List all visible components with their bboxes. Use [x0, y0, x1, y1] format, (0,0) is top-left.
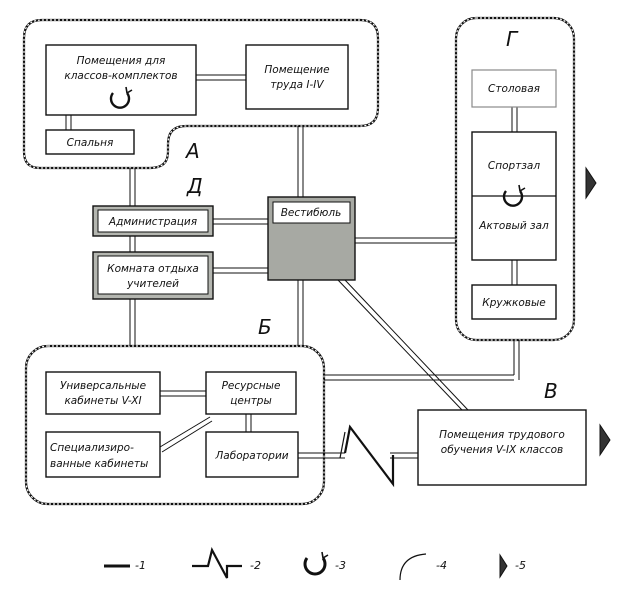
svg-text:-1: -1 [135, 559, 146, 572]
legend-item-circulation: -3 [303, 551, 346, 576]
svg-text:Администрация: Администрация [108, 216, 197, 228]
svg-text:-5: -5 [515, 559, 526, 572]
room-canteen: Столовая [471, 69, 557, 108]
svg-text:Универсальные: Универсальные [60, 380, 146, 392]
zone-a-outline [22, 18, 380, 170]
legend-item-corridor: -1 [104, 559, 146, 572]
svg-text:учителей: учителей [126, 278, 179, 290]
svg-text:Специализиро-: Специализиро- [50, 442, 134, 454]
zone-label-d: Д [186, 174, 203, 198]
svg-text:Лаборатории: Лаборатории [214, 450, 288, 462]
corridors [65, 74, 520, 459]
room-teachers: Комната отдыха учителей [92, 251, 214, 300]
legend-item-arc: -4 [399, 553, 447, 581]
zone-label-a: А [184, 139, 200, 163]
svg-text:труда I-IV: труда I-IV [270, 79, 324, 91]
room-class-complects: Помещения для классов-комплектов [45, 44, 197, 116]
svg-text:Комната отдыха: Комната отдыха [107, 263, 199, 275]
svg-text:Спортзал: Спортзал [488, 160, 540, 172]
room-gym-assembly: Спортзал Актовый зал [471, 131, 557, 261]
legend: -1 -2 -3 -4 -5 [104, 546, 526, 581]
zone-g-outline [454, 16, 576, 342]
room-labor-1-4: Помещение труда I-IV [245, 44, 349, 110]
zone-label-g: Г [506, 27, 519, 51]
room-vestibule: Вестибюль [267, 196, 356, 281]
svg-text:Кружковые: Кружковые [482, 297, 546, 309]
svg-text:кабинеты V-XI: кабинеты V-XI [64, 395, 141, 407]
transition-symbol [339, 424, 395, 488]
svg-text:Спальня: Спальня [67, 137, 114, 149]
room-laboratories: Лаборатории [205, 431, 299, 478]
room-clubs: Кружковые [471, 284, 557, 320]
svg-text:-2: -2 [250, 559, 261, 572]
circulation-icon [109, 86, 133, 109]
legend-item-transition: -2 [192, 546, 261, 579]
svg-text:Помещение: Помещение [264, 64, 329, 76]
room-administration: Администрация [92, 205, 214, 237]
zone-label-v: В [544, 379, 558, 403]
entrance-marker-icon [585, 166, 597, 200]
svg-text:Актовый зал: Актовый зал [478, 220, 549, 232]
room-bedroom: Спальня [45, 129, 135, 155]
circulation-icon [502, 184, 526, 207]
svg-text:Столовая: Столовая [488, 83, 540, 95]
zone-b-outline [24, 344, 326, 506]
entrance-marker-icon [599, 423, 611, 457]
room-resource-centers: Ресурсные центры [205, 371, 297, 415]
svg-text:Вестибюль: Вестибюль [281, 207, 342, 219]
svg-text:обучения V-IX классов: обучения V-IX классов [441, 444, 563, 456]
room-specialized: Специализиро- ванные кабинеты [45, 431, 161, 478]
legend-item-entrance: -5 [499, 553, 526, 579]
svg-text:Ресурсные: Ресурсные [222, 380, 281, 392]
svg-text:классов-комплектов: классов-комплектов [64, 70, 177, 82]
zone-label-b: Б [258, 315, 272, 339]
svg-text:центры: центры [230, 395, 272, 407]
svg-text:Помещения для: Помещения для [77, 55, 166, 67]
svg-text:-3: -3 [335, 559, 346, 572]
svg-text:ванные кабинеты: ванные кабинеты [50, 458, 148, 470]
svg-text:Помещения трудового: Помещения трудового [439, 429, 565, 441]
room-universal: Универсальные кабинеты V-XI [45, 371, 161, 415]
svg-text:-4: -4 [436, 559, 447, 572]
room-labor-training: Помещения трудового обучения V-IX классо… [417, 409, 587, 486]
